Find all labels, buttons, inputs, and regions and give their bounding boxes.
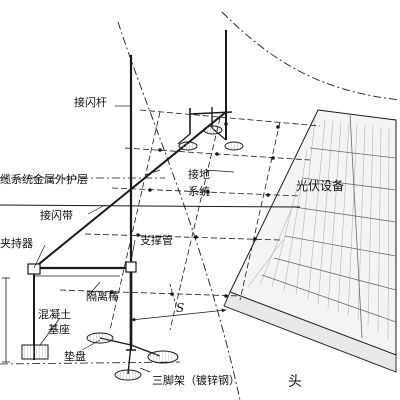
label-earthing-system-line1: 接地	[188, 168, 210, 181]
label-cable-metal-sheath: 缆系统金属外护层	[0, 172, 88, 186]
label-tripod-galvanized: 三脚架（镀锌钢）	[152, 373, 240, 387]
pv-panel-grid	[261, 113, 397, 339]
support-pipe	[125, 261, 137, 345]
height-dimension	[2, 277, 10, 363]
pv-panel-array	[223, 109, 397, 373]
label-support-pipe: 支撑管	[140, 233, 173, 247]
label-watermark: 头	[288, 374, 302, 390]
label-clamp-holder: 夹持器	[0, 236, 33, 250]
pad-front	[114, 369, 142, 381]
label-isolation-rod: 隔离棒	[86, 289, 119, 303]
label-pad: 垫盘	[64, 349, 86, 363]
secondary-tripod-bases	[177, 125, 244, 151]
pv-panel-bottom-edge	[223, 291, 397, 373]
pad-left	[86, 332, 114, 344]
outer-protection-arc	[221, 11, 400, 101]
label-concrete-base-line2: 基座	[48, 322, 70, 336]
protection-zone-arcs	[117, 11, 400, 400]
label-concrete-base-line1: 混凝土	[38, 307, 71, 321]
label-lightning-strip: 接闪带	[40, 208, 73, 222]
concrete-base	[21, 344, 49, 360]
tripod-bases	[86, 332, 179, 381]
diagram-labels: 接闪杆 缆系统金属外护层 接地 系统 光伏设备 接闪带 夹持器 支撑管 隔离棒 …	[0, 95, 344, 390]
separation-distance-dimension	[130, 283, 227, 322]
inner-protection-arc	[117, 21, 241, 400]
label-separation-distance: S	[176, 301, 184, 315]
label-pv-equipment: 光伏设备	[296, 179, 344, 193]
pad-right	[147, 350, 179, 364]
earthing-grid-nodes	[110, 122, 280, 298]
label-air-terminal: 接闪杆	[74, 95, 107, 109]
label-earthing-system-line2: 系统	[188, 185, 210, 198]
leader-lines	[33, 105, 235, 373]
cable-level-line	[0, 204, 301, 208]
ground-reference-line	[0, 361, 181, 365]
